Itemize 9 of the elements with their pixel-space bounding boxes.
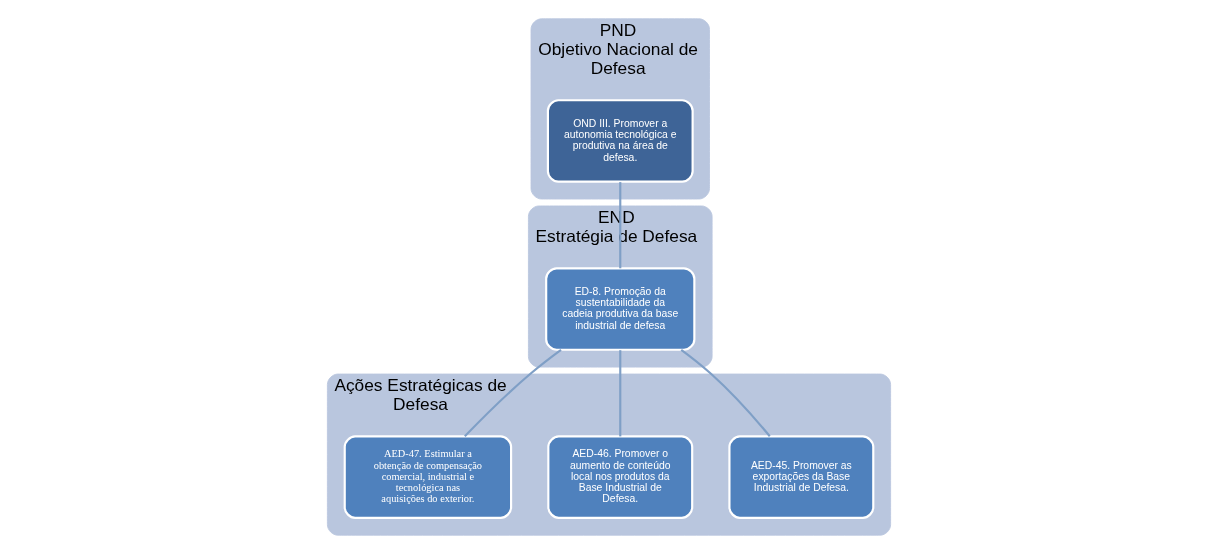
connector (618, 350, 621, 437)
node-box: ED-8. Promoção da sustentabilidade da cadeia produtiva da base industrial de defesa (544, 267, 695, 351)
node-box: AED-45. Promover as exportações da Base Industrial de Defesa. (727, 435, 874, 519)
connector (618, 182, 621, 269)
node-box: AED-46. Promover o aumento de conteúdo local nos produtos da Base Industrial de Defesa. (546, 435, 693, 519)
node-box: OND III. Promover a autonomia tecnológica e produtiva na área de defesa. (546, 99, 694, 183)
node-box: AED-47. Estimular a obtenção de compensação comercial, industrial e tecnológica nas aquisições do exterior. (343, 435, 512, 519)
connector (680, 349, 771, 437)
connector (463, 349, 562, 438)
